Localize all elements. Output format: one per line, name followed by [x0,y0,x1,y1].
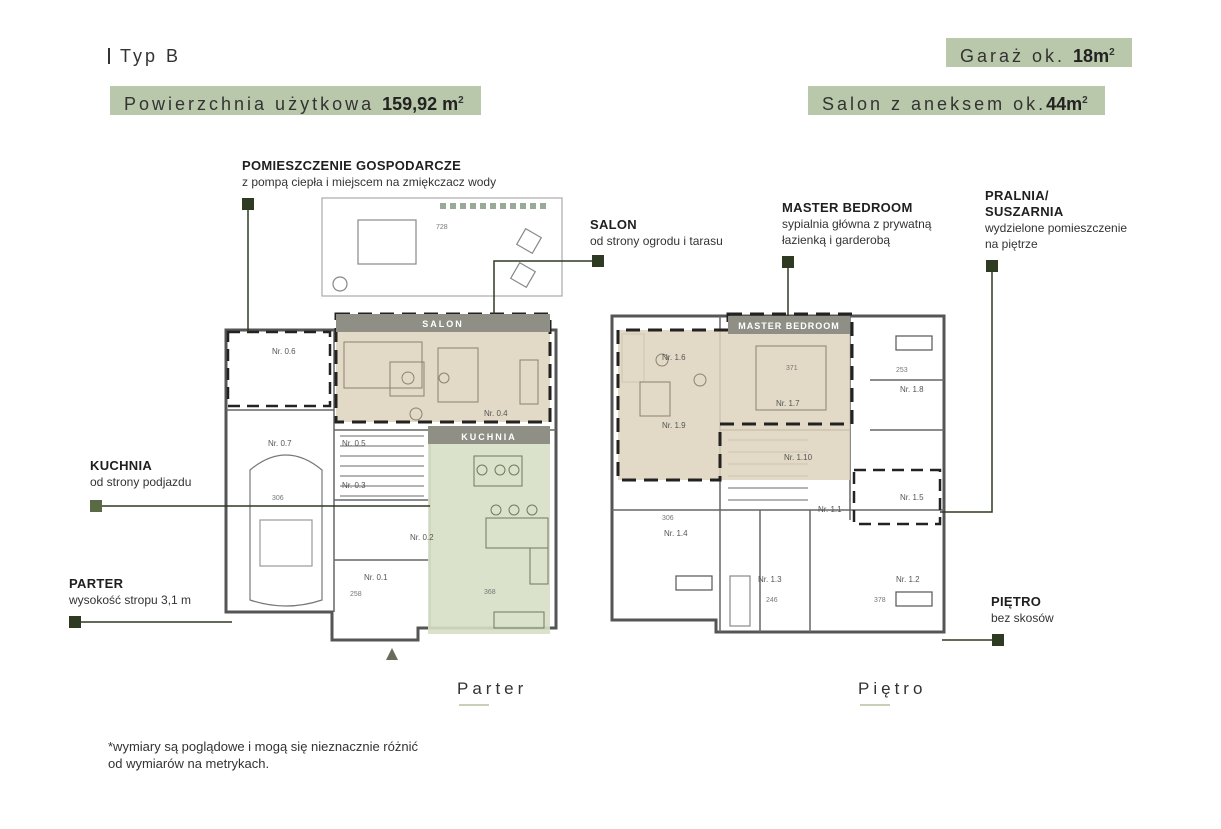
dimension: 368 [484,589,496,596]
ground-floor-plan [224,197,563,642]
marker-ground [69,616,81,628]
marker-master [782,256,794,268]
utility-callout: POMIESZCZENIE GOSPODARCZE z pompą ciepła… [242,158,497,189]
garage-area-badge: Garaż ok. 18m2 [946,38,1132,67]
ground-callout: PARTER wysokość stropu 3,1 m [69,576,192,607]
room-number: Nr. 1.8 [900,385,924,394]
laundry-outline [852,468,942,526]
room-number: Nr. 0.3 [342,481,366,490]
room-number: Nr. 1.3 [758,575,782,584]
room-number: Nr. 1.2 [896,575,920,584]
upper-floor-caption: Piętro [858,679,927,698]
room-number: Nr. 0.6 [272,347,296,356]
room-number: Nr. 0.2 [410,533,434,542]
room-number: Nr. 0.4 [484,409,508,418]
type-label: Typ B [108,46,181,67]
room-number: Nr. 1.9 [662,421,686,430]
dimension: 378 [874,597,886,604]
dimension: 258 [350,591,362,598]
dimension: 306 [272,495,284,502]
utility-room-outline [226,330,332,408]
usable-area-badge: Powierzchnia użytkowa 159,92 m2 [110,86,481,115]
marker-utility [242,198,254,210]
salon-area-badge: Salon z aneksem ok.44m2 [808,86,1105,115]
marker-salon [592,255,604,267]
room-number: Nr. 0.5 [342,439,366,448]
kitchen-highlight [428,426,550,634]
dimension: 728 [436,224,448,231]
ground-floor-caption: Parter [457,679,528,698]
marker-kitchen [90,500,102,512]
room-number: Nr. 0.7 [268,439,292,448]
ground-floor-underline [459,704,489,706]
marker-laundry [986,260,998,272]
master-tag: MASTER BEDROOM [738,321,840,331]
master-callout: MASTER BEDROOM sypialnia główna z prywat… [782,200,932,247]
laundry-callout: PRALNIA/ SUSZARNIA wydzielone pomieszcze… [985,188,1128,251]
floor-callout: PIĘTRO bez skosów [991,594,1054,625]
room-number: Nr. 1.7 [776,399,800,408]
salon-callout: SALON od strony ogrodu i tarasu [590,217,723,248]
dimension: 246 [766,597,778,604]
dimension: 253 [896,367,908,374]
room-number: Nr. 1.1 [818,505,842,514]
footnote: *wymiary są poglądowe i mogą się nieznac… [108,739,418,771]
marker-floor [992,634,1004,646]
room-number: Nr. 1.10 [784,453,813,462]
upper-floor-underline [860,704,890,706]
room-number: Nr. 0.1 [364,573,388,582]
master-highlight [618,330,850,480]
room-number: Nr. 1.5 [900,493,924,502]
salon-tag: SALON [422,319,464,329]
room-number: Nr. 1.6 [662,353,686,362]
kitchen-tag: KUCHNIA [461,432,517,442]
kitchen-callout: KUCHNIA od strony podjazdu [90,458,192,489]
dimension: 306 [662,515,674,522]
dimension: 371 [786,365,798,372]
room-number: Nr. 1.4 [664,529,688,538]
